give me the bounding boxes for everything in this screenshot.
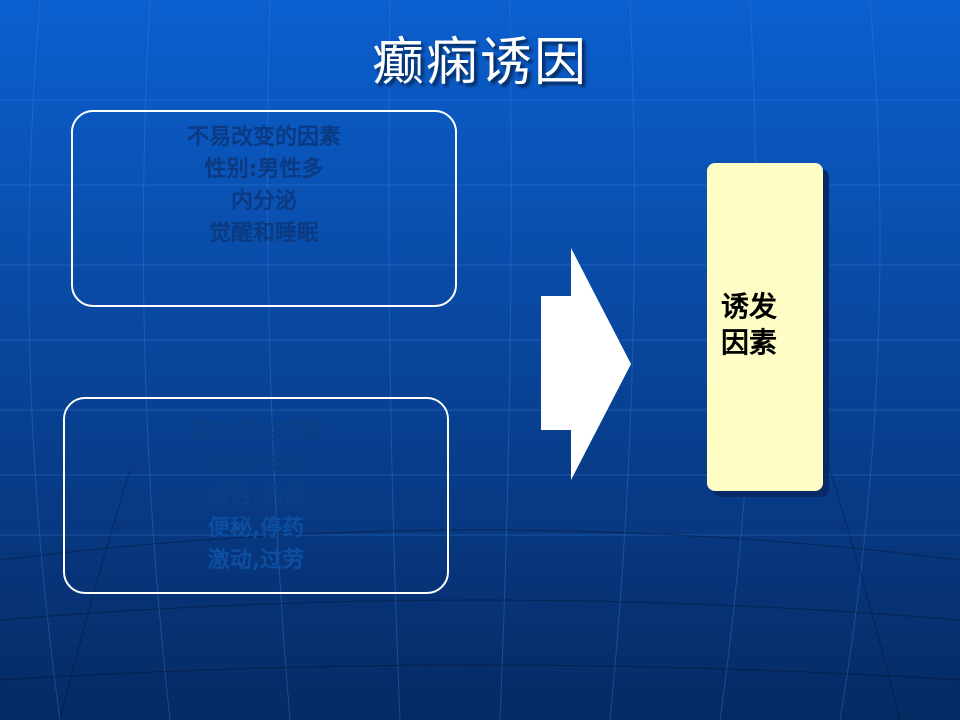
page-title: 癫痫诱因 [371, 33, 588, 93]
fixed-factors-box: 不易改变的因素 性别:男性多 内分泌 觉醒和睡眠 [71, 110, 457, 307]
fixed-factors-heading: 不易改变的因素 [186, 125, 341, 150]
changeable-factor-item: 激动,过劳 [207, 548, 305, 573]
right-arrow-icon [541, 248, 631, 480]
fixed-factor-item: 内分泌 [230, 189, 297, 214]
fixed-factor-item: 觉醒和睡眠 [208, 221, 319, 246]
trigger-factors-box: 诱发 因素 [707, 163, 823, 491]
changeable-factor-item: 疲劳,饥饿 [207, 484, 305, 509]
trigger-label-line: 因素 [721, 326, 778, 359]
changeable-factors-box: 易改变的因素 发热,失眠 疲劳,饥饿 便秘,停药 激动,过劳 [63, 397, 449, 594]
changeable-factor-item: 发热,失眠 [207, 452, 305, 477]
trigger-label-line: 诱发 [721, 290, 778, 323]
changeable-factors-heading: 易改变的因素 [189, 420, 322, 445]
fixed-factor-item: 性别:男性多 [204, 157, 324, 182]
changeable-factor-item: 便秘,停药 [207, 516, 305, 541]
